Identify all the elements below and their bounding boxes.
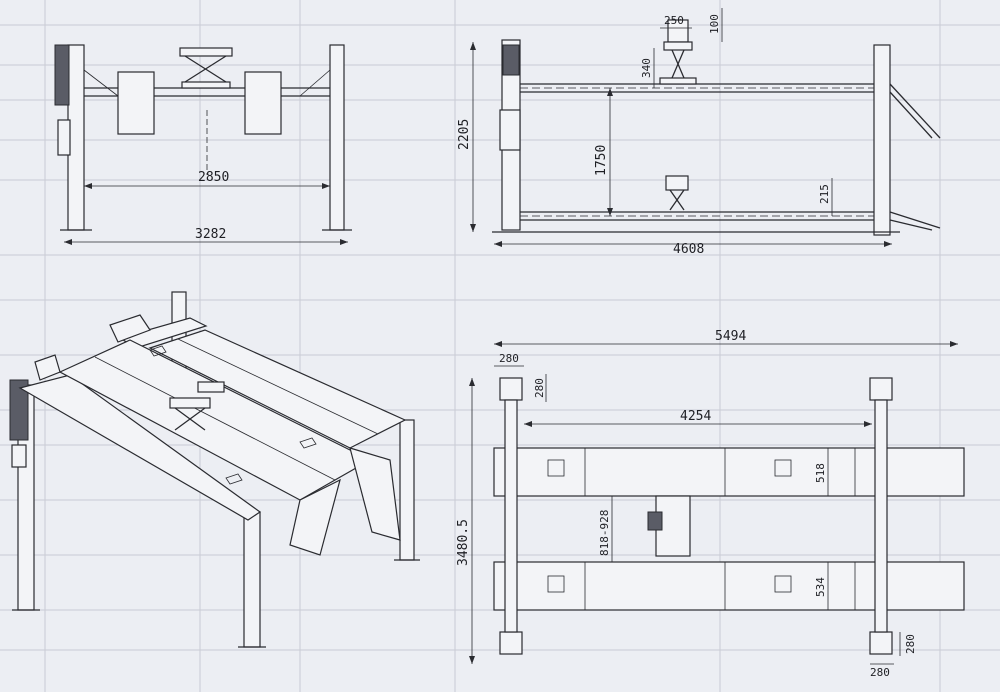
iso-right-runway [148,329,407,449]
side-view: 250 100 340 2205 1750 215 4608 [457,8,941,257]
dim-post-depth-top: 280 [533,378,546,398]
top-post-tl [499,377,523,401]
side-right-column [873,44,891,236]
isometric-view [9,291,420,648]
dim-top-overall-length: 5494 [715,329,746,344]
iso-front-right-column [243,511,261,648]
dim-max-lift-height: 1750 [594,145,609,176]
top-upper-runway [493,447,965,497]
front-power-unit [54,44,70,106]
dim-jack-raise: 340 [640,58,653,78]
top-view: 5494 280 280 4254 518 534 818-928 3480.5… [456,329,965,679]
dim-post-depth-bottom: 280 [904,634,917,654]
dim-post-width-bottom: 280 [870,666,890,679]
dim-front-inner-width: 2850 [198,170,229,185]
dim-column-height: 2205 [457,119,472,150]
top-lower-runway [493,561,965,611]
dim-post-width-top: 280 [499,352,519,365]
front-right-column [329,44,345,231]
dim-jack-pad-height: 100 [708,14,721,34]
dim-runway-width-upper: 518 [814,463,827,483]
dim-front-overall-width: 3282 [195,227,226,242]
dim-min-height: 215 [818,184,831,204]
dim-side-length: 4608 [673,242,704,257]
top-post-tr [869,377,893,401]
front-scissor-jack [179,47,233,89]
dim-jack-width: 250 [664,14,684,27]
top-post-bl [499,631,523,655]
dim-runway-width-lower: 534 [814,577,827,597]
iso-rear-right-column [399,419,415,561]
front-view: 2850 3282 [54,44,352,245]
dim-top-overall-width: 3480.5 [456,519,471,566]
front-right-runway [244,71,282,135]
top-post-br [869,631,893,655]
dim-top-inner-length: 4254 [680,409,711,424]
iso-left-ramp [289,478,341,556]
dim-runway-gap: 818-928 [598,510,611,556]
front-left-runway [117,71,155,135]
